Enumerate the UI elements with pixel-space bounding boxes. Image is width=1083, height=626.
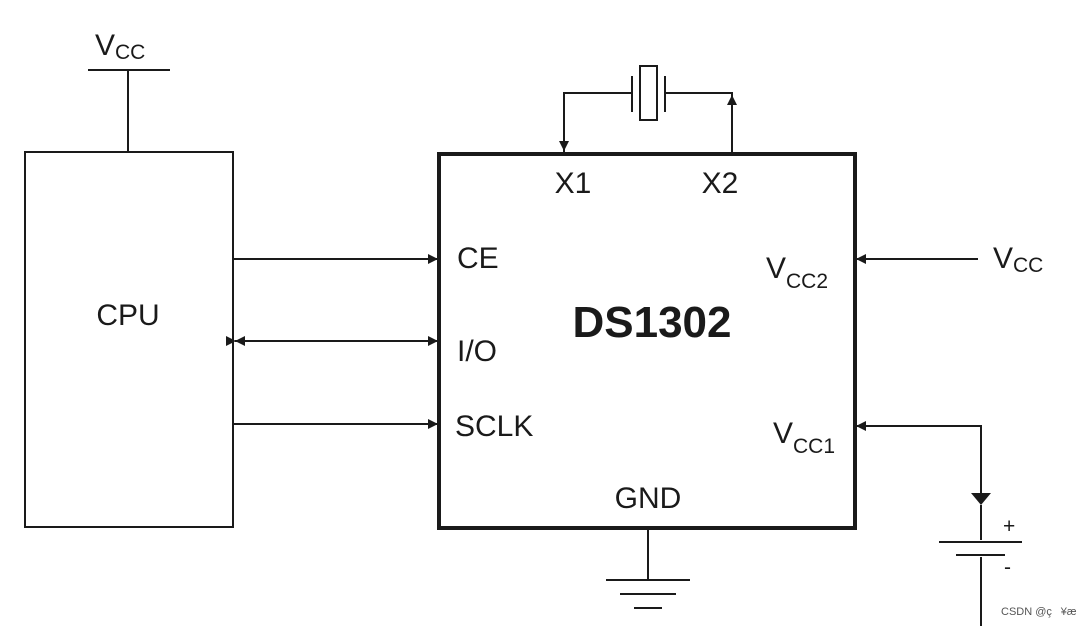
cpu-vcc-supply: VCC bbox=[88, 29, 170, 152]
cpu-block bbox=[24, 151, 234, 528]
cpu-label: CPU bbox=[96, 299, 159, 332]
io-arrow-left bbox=[235, 336, 245, 346]
pin-ce-label: CE bbox=[457, 242, 499, 275]
crystal-x1-wire bbox=[563, 92, 632, 152]
vcc1-supply-line bbox=[860, 425, 982, 500]
csdn-watermark: CSDN @ç¥æ å bbox=[1001, 606, 1083, 618]
crystal-oscillator bbox=[559, 65, 737, 152]
pin-vcc1-label: VCC1 bbox=[773, 417, 835, 458]
pin-gnd-label: GND bbox=[615, 482, 682, 515]
battery-arrow bbox=[971, 493, 991, 505]
crystal-body bbox=[639, 65, 658, 121]
pin-sclk-label: SCLK bbox=[455, 410, 533, 443]
chip-title: DS1302 bbox=[572, 298, 731, 347]
pin-x1-label: X1 bbox=[555, 167, 592, 200]
ground-symbol bbox=[606, 528, 690, 609]
external-vcc-label: VCC bbox=[993, 242, 1043, 277]
pin-io-label: I/O bbox=[457, 335, 497, 368]
pin-vcc2-label: VCC2 bbox=[766, 252, 828, 293]
battery-plus-label: + bbox=[1003, 515, 1015, 538]
cpu-vcc-label: VCC bbox=[95, 29, 145, 64]
watermark-bg bbox=[996, 600, 1083, 622]
pin-x2-label: X2 bbox=[702, 167, 739, 200]
backup-battery: + - bbox=[939, 493, 1022, 626]
crystal-x2-wire bbox=[665, 92, 733, 152]
battery-minus-label: - bbox=[1004, 556, 1011, 579]
